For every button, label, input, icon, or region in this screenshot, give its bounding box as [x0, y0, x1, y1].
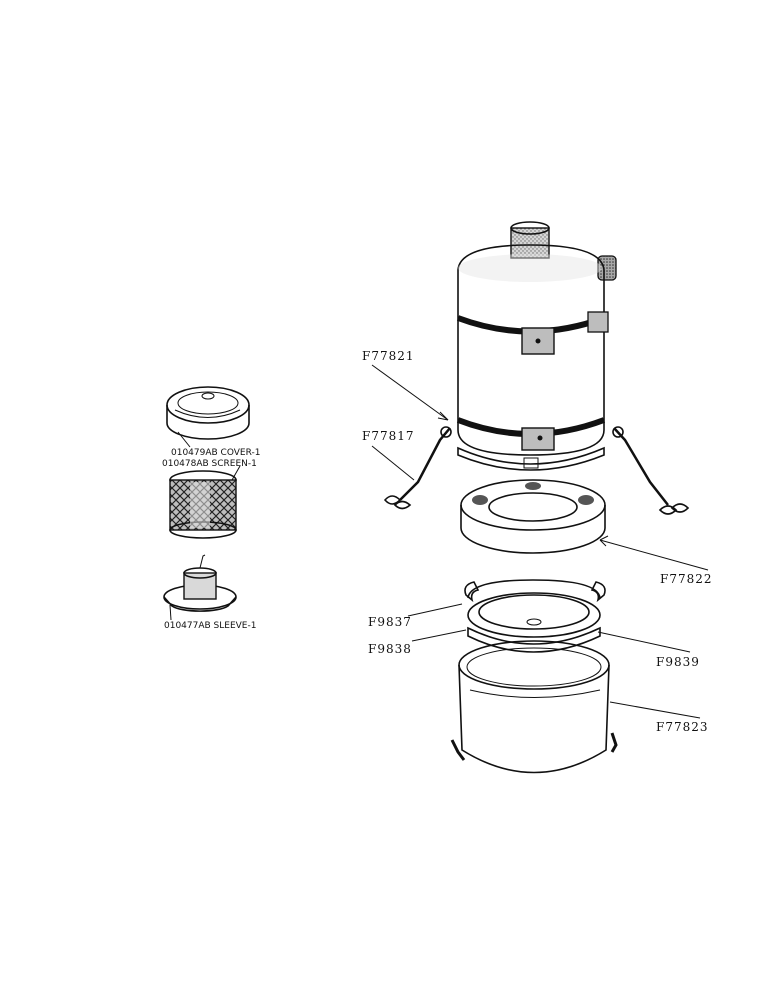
- filter-element-ring: [460, 479, 606, 554]
- air-cleaner-body: [456, 221, 617, 471]
- leader-f9838: [411, 629, 467, 642]
- cover-part: [166, 386, 250, 440]
- clamp-left: [383, 426, 452, 510]
- leader-f9837: [407, 603, 463, 617]
- callout-f9838: F9838: [368, 642, 412, 656]
- leader-f77817: [371, 445, 415, 481]
- oil-cup: [450, 640, 618, 774]
- clamp-right: [612, 426, 690, 515]
- leader-f9839: [597, 631, 691, 653]
- sleeve-leader: [169, 604, 172, 621]
- leader-f77823: [609, 701, 701, 719]
- callout-f77822: F77822: [660, 572, 713, 586]
- leader-f77821: [371, 364, 449, 421]
- screen-leader: [231, 465, 241, 481]
- callout-f77823: F77823: [656, 720, 709, 734]
- cover-label: 010479AB COVER-1: [171, 448, 260, 458]
- screen-part: [169, 470, 237, 539]
- cover-leader: [177, 431, 191, 448]
- callout-f77821: F77821: [362, 349, 415, 363]
- callout-f9839: F9839: [656, 655, 700, 669]
- sleeve-part: [163, 554, 237, 612]
- sleeve-label: 010477AB SLEEVE-1: [164, 621, 256, 631]
- screen-label: 010478AB SCREEN-1: [162, 459, 257, 469]
- leader-f77822: [599, 539, 709, 571]
- callout-f77817: F77817: [362, 429, 415, 443]
- callout-f9837: F9837: [368, 615, 412, 629]
